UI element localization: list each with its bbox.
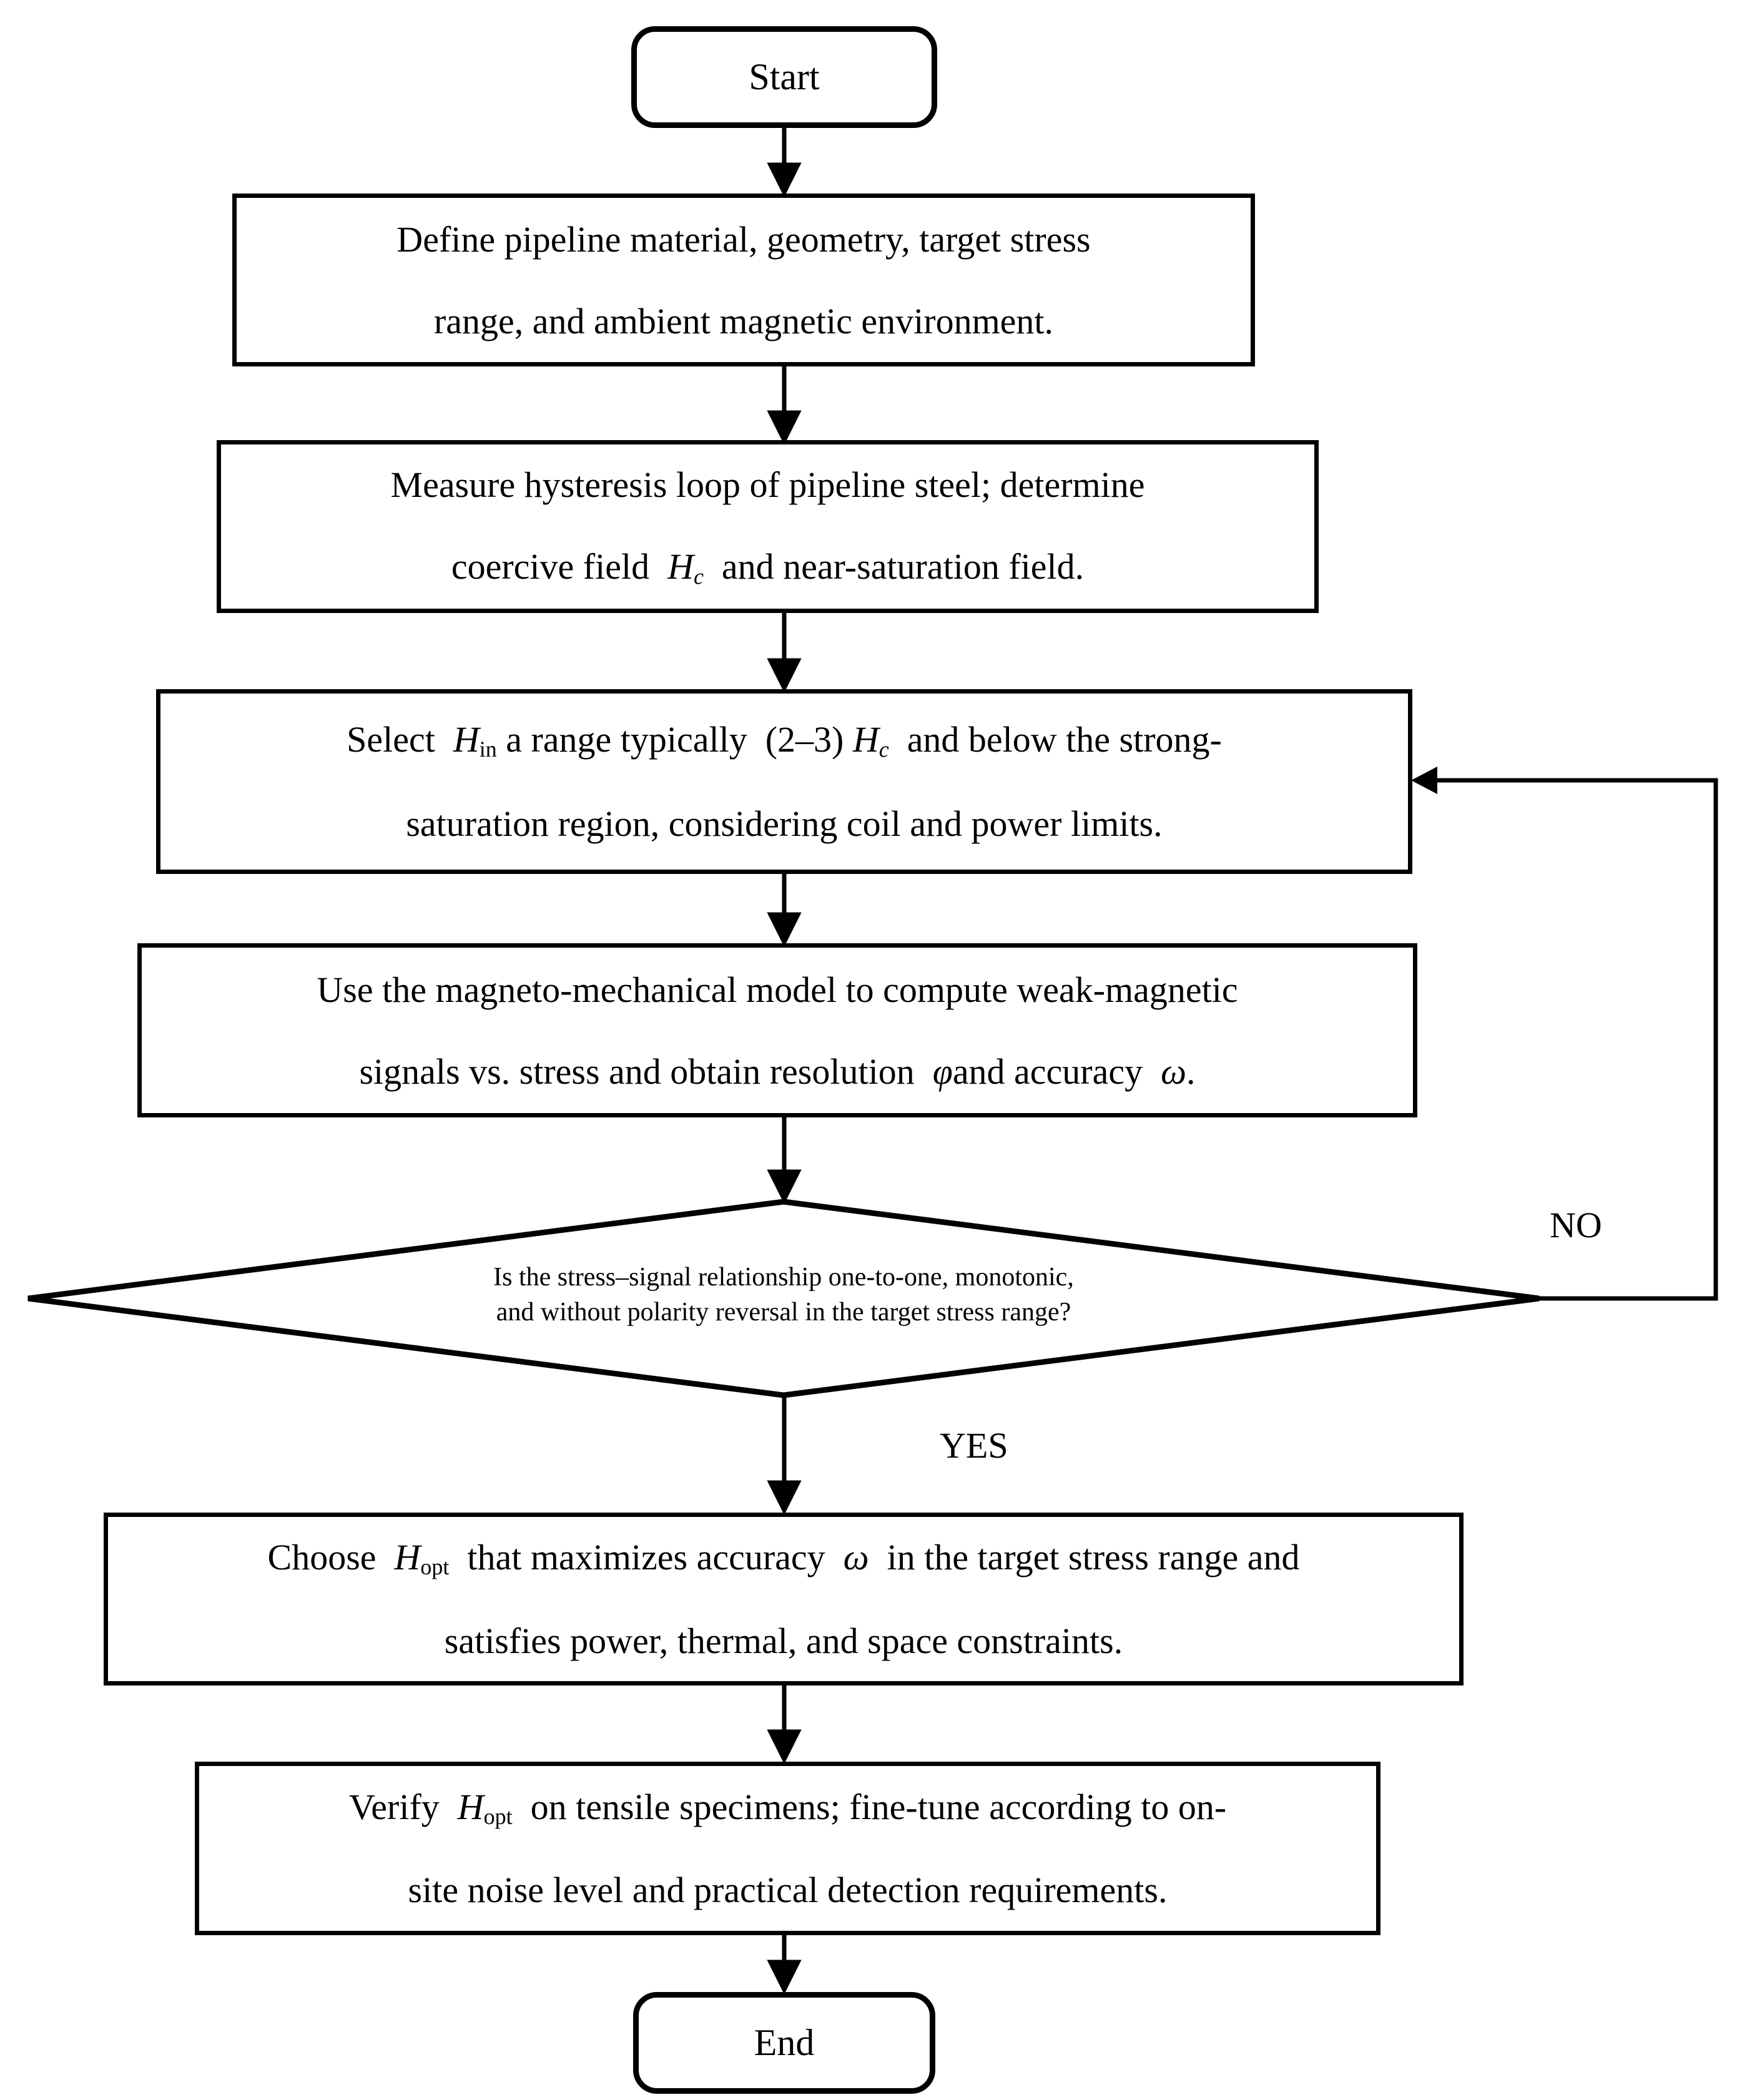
node-choose-optimal-field: Choose Hopt that maximizes accuracy ω in… [104, 1513, 1464, 1685]
decision-question: Is the stress–signal relationship one-to… [493, 1263, 1074, 1327]
arrowhead-measure-select [767, 658, 802, 693]
branch-label-no: NO [1550, 1205, 1602, 1245]
node-start-label: Start [749, 56, 820, 97]
node-measure-hysteresis: Measure hysteresis loop of pipeline stee… [217, 440, 1319, 613]
arrowhead-verify-end [767, 1960, 802, 1995]
node-end: End [633, 1992, 935, 2094]
arrowhead-decision-choose-yes [767, 1480, 802, 1515]
arrowhead-no-loop [1411, 767, 1437, 794]
arrowhead-select-use [767, 912, 802, 947]
no-loop-connector [1437, 778, 1718, 1301]
arrowhead-define-measure [767, 410, 802, 445]
arrowhead-choose-verify [767, 1729, 802, 1764]
node-start: Start [631, 26, 937, 128]
node-verify-field: Verify Hopt on tensile specimens; fine-t… [195, 1762, 1380, 1935]
arrowhead-use-decision [767, 1169, 802, 1204]
node-define-parameters: Define pipeline material, geometry, targ… [232, 194, 1255, 366]
node-compute-model: Use the magneto-mechanical model to comp… [137, 943, 1417, 1117]
arrowhead-start-define [767, 162, 802, 197]
node-select-field-range: Select Hin a range typically (2–3) Hc an… [156, 689, 1412, 874]
branch-label-yes: YES [940, 1425, 1008, 1466]
node-end-label: End [754, 2022, 815, 2063]
decision-diamond-shape [27, 1199, 1540, 1398]
